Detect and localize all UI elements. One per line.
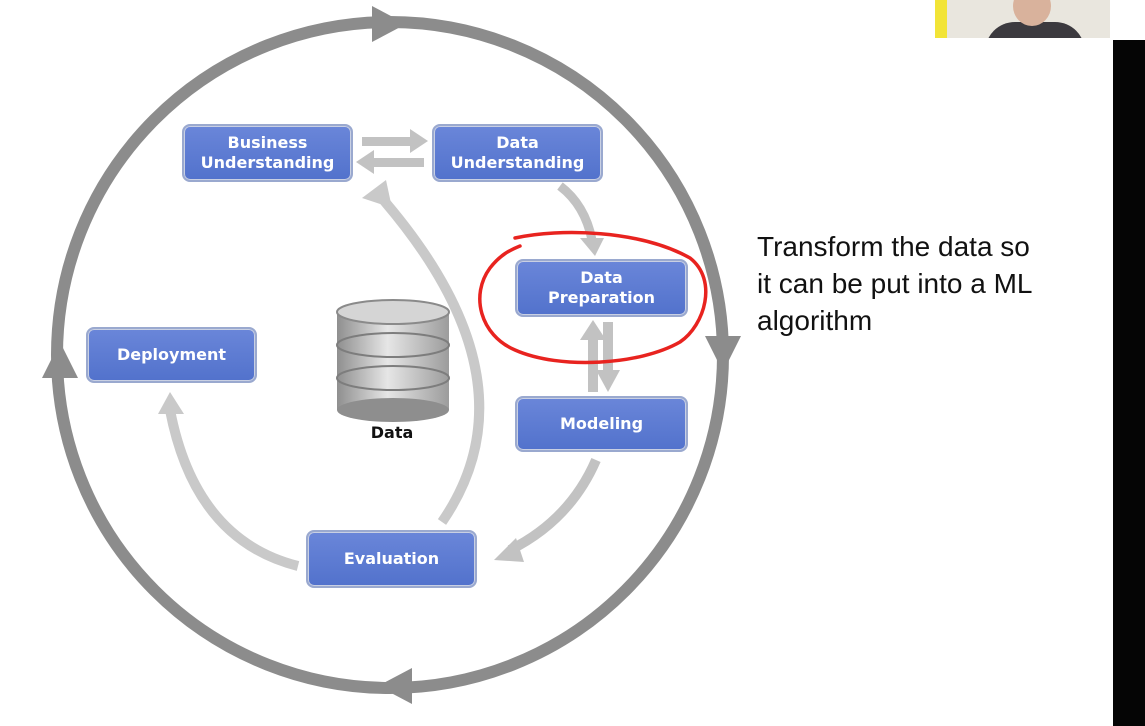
deployment-box: Deployment [86,327,257,383]
data-preparation-box: Data Preparation [515,259,688,317]
database-label: Data [370,423,414,442]
modeling-box: Modeling [515,396,688,452]
data-understanding-box: Data Understanding [432,124,603,182]
evaluation-box: Evaluation [306,530,477,588]
outer-cycle-arrow-bottom [378,668,412,704]
modeling-to-eval-arrow [494,458,601,562]
outer-cycle-arrow-top [372,6,406,42]
slide-caption: Transform the data so it can be put into… [757,231,1033,336]
highlight-circle [478,230,708,365]
outer-cycle-arrow-left [42,342,78,378]
eval-to-deploy-arrow [158,392,300,571]
right-edge-bar [1113,40,1145,726]
business-understanding-box: Business Understanding [182,124,353,182]
webcam-thumbnail [935,0,1110,38]
outer-cycle-arrow-right [705,336,741,372]
bu-du-arrows [356,129,428,174]
prep-modeling-arrows [580,320,620,392]
database-icon [336,299,450,422]
eval-to-bu-arrow [362,180,485,525]
du-to-prep-arrow [557,182,604,256]
